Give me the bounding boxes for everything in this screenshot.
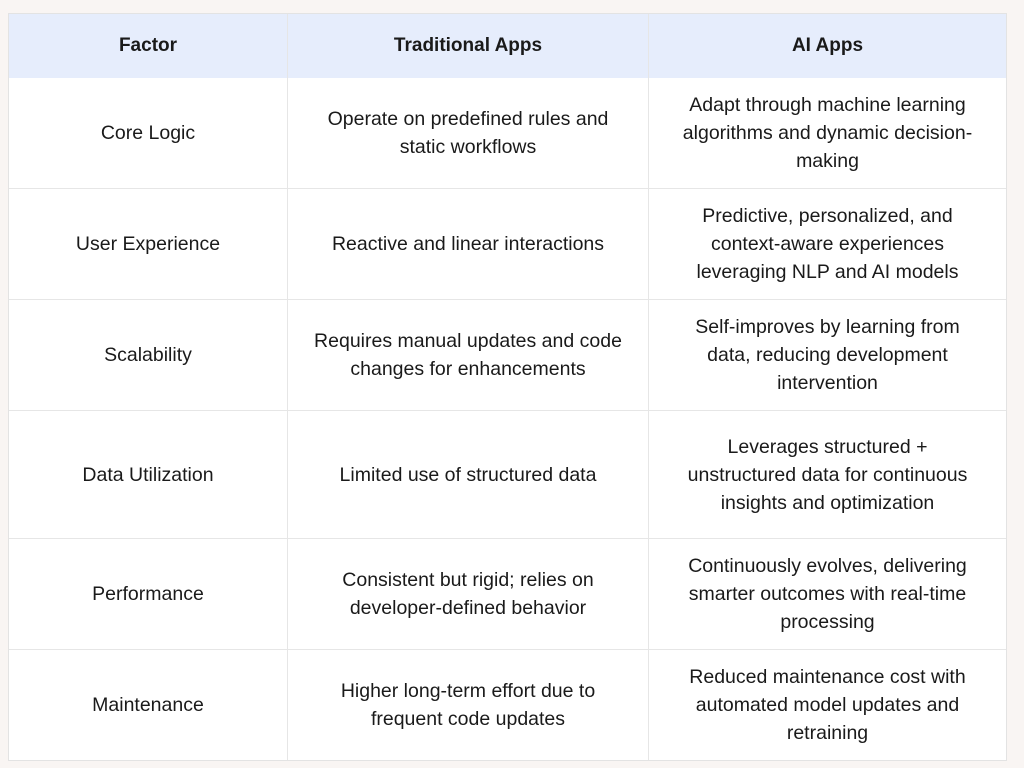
cell-text-line: processing [780,611,875,633]
cell-text-line: smarter outcomes with real-time [688,583,967,605]
cell-text-line: making [796,150,859,172]
factor-cell: Core Logic [100,122,196,144]
cell-text-line: Predictive, personalized, and [702,205,953,227]
ai-apps-cell: Reduced maintenance cost with automated m… [648,650,1006,760]
traditional-apps-cell: Requires manual updates and code changes … [287,300,648,410]
ai-apps-cell: Adapt through machine learning algorithms… [648,78,1006,188]
ai-apps-cell: Predictive, personalized, and context-awa… [648,189,1006,299]
table-row: Performance Consistent but rigid; relies … [9,538,1006,649]
cell-text-line: data, reducing development [707,344,948,366]
table-row: User Experience Reactive and linear inter… [9,188,1006,299]
cell-text-line: Continuously evolves, delivering [688,555,967,577]
traditional-apps-cell: Higher long-term effort due to frequent c… [287,650,648,760]
cell-text-line: static workflows [399,136,537,158]
cell-text-line: Reduced maintenance cost with [689,666,966,688]
cell-text-line: Operate on predefined rules and [327,108,609,130]
cell-text-line: Reactive and linear interactions [331,233,605,255]
cell-text-line: algorithms and dynamic decision- [682,122,973,144]
cell-text-line: automated model updates and [695,694,960,716]
cell-text-line: Self-improves by learning from [695,316,960,338]
traditional-apps-cell: Reactive and linear interactions [287,189,648,299]
cell-text-line: Leverages structured + [727,435,928,458]
factor-cell: Performance [92,583,204,605]
cell-text-line: retraining [786,722,869,744]
traditional-apps-cell: Limited use of structured data [287,411,648,538]
factor-cell: Data Utilization [82,463,214,486]
ai-apps-cell: Leverages structured + unstructured data … [648,411,1006,538]
cell-text-line: unstructured data for continuous [687,463,968,486]
traditional-apps-cell: Consistent but rigid; relies on developer… [287,539,648,649]
cell-text-line: intervention [777,372,878,394]
table-row: Scalability Requires manual updates and c… [9,299,1006,410]
comparison-table: Factor Traditional Apps AI Apps Core Log… [8,13,1007,761]
cell-text-line: changes for enhancements [350,358,586,380]
factor-cell: Scalability [104,344,192,366]
cell-text-line: Adapt through machine learning [689,94,966,116]
header-factor: Factor [118,35,178,56]
table-row: Core Logic Operate on predefined rules an… [9,78,1006,188]
cell-text-line: Consistent but rigid; relies on [342,569,594,591]
cell-text-line: insights and optimization [720,491,935,514]
table-header-row: Factor Traditional Apps AI Apps [9,14,1006,78]
cell-text-line: context-aware experiences [710,233,945,255]
traditional-apps-cell: Operate on predefined rules and static wo… [287,78,648,188]
table-row: Maintenance Higher long-term effort due t… [9,649,1006,760]
header-ai-apps: AI Apps [648,14,1006,78]
header-traditional-apps: Traditional Apps [287,14,648,78]
cell-text-line: Requires manual updates and code [314,330,622,352]
cell-text-line: developer-defined behavior [349,597,587,619]
cell-text-line: Limited use of structured data [339,463,597,486]
cell-text-line: Higher long-term effort due to [340,680,596,702]
table-row: Data Utilization Limited use of structure… [9,410,1006,538]
factor-cell: User Experience [75,233,221,255]
ai-apps-cell: Self-improves by learning from data, redu… [648,300,1006,410]
cell-text-line: leveraging NLP and AI models [696,261,959,283]
cell-text-line: frequent code updates [370,708,566,730]
factor-cell: Maintenance [92,694,204,716]
ai-apps-cell: Continuously evolves, delivering smarter … [648,539,1006,649]
